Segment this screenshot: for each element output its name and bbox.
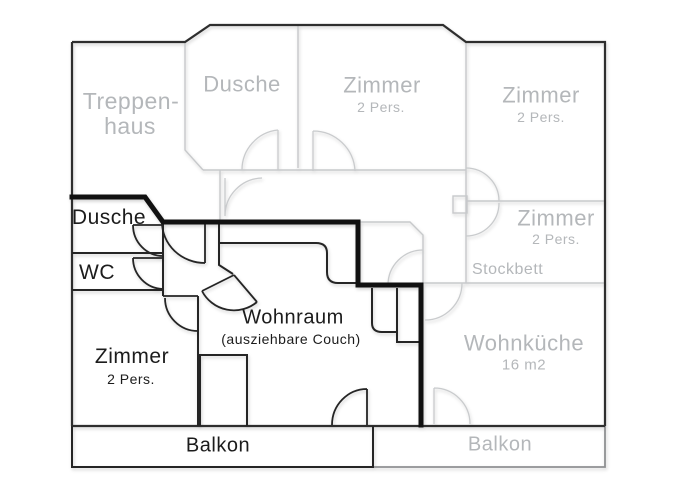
room-label-treppenhaus-2: haus — [104, 112, 156, 139]
room-sublabel-zimmer-top: 2 Pers. — [357, 98, 405, 115]
door-arc-zimmer-top — [312, 130, 356, 172]
apartment-doors — [132, 221, 368, 426]
door-arc-wohnraum — [201, 274, 258, 312]
door-arc-dusche-top — [241, 129, 279, 171]
room-label-dusche: Dusche — [71, 205, 147, 229]
room-label-zimmer-mid: Zimmer — [517, 205, 595, 231]
door-arc-vestibule-upper — [465, 167, 500, 202]
room-sublabel-zimmer-right: 2 Pers. — [517, 108, 565, 125]
wall-outer-top-right — [72, 23, 607, 426]
room-label-zimmer-right: Zimmer — [502, 82, 580, 108]
room-label-zimmer: Zimmer — [94, 344, 170, 368]
background-walls — [184, 25, 605, 284]
apartment-bold-boundary — [69, 194, 424, 428]
door-panel — [452, 195, 468, 214]
room-label-treppenhaus-1: Treppen- — [82, 87, 180, 114]
door-arc-wc — [132, 257, 164, 290]
room-label-balkon-right: Balkon — [467, 433, 533, 456]
room-label-wc: WC — [79, 260, 115, 284]
room-sublabel-zimmer-mid: 2 Pers. — [532, 230, 580, 247]
building-outline — [70, 23, 607, 428]
shaft-left — [371, 288, 398, 333]
wall-entry-nook — [218, 222, 234, 275]
door-arc-zimmer — [163, 295, 199, 332]
room-label-wohnkueche: Wohnküche — [463, 330, 585, 356]
apartment-walls — [71, 222, 421, 468]
room-sublabel-wohnraum: (ausziehbare Couch) — [221, 330, 361, 347]
room-label-dusche-top: Dusche — [203, 71, 281, 97]
door-arc-corridor — [224, 177, 263, 217]
door-arc-pocket — [387, 249, 424, 286]
balcony-right-outline — [373, 426, 606, 468]
door-arc-dusche — [132, 224, 164, 257]
closet-outline — [199, 354, 248, 426]
balcony-left-outline — [71, 426, 374, 468]
shaft-right — [396, 288, 421, 343]
door-arc-balkon — [331, 388, 368, 426]
room-sublabel-wohnkueche: 16 m2 — [501, 356, 547, 374]
room-sublabel-zimmer: 2 Pers. — [107, 370, 155, 387]
wall-pocket-chamfer — [358, 221, 424, 283]
room-label-wohnraum: Wohnraum — [242, 306, 344, 329]
room-note-stockbett: Stockbett — [472, 260, 544, 278]
door-arc-wohnkueche — [424, 282, 463, 321]
door-arc-wohnkueche-balkon — [433, 387, 471, 425]
door-arc-entrance — [161, 221, 206, 264]
room-label-balkon: Balkon — [185, 434, 251, 457]
wall-wohnraum-nook — [219, 242, 358, 284]
wall-treppenhaus-right — [184, 42, 204, 171]
room-label-zimmer-top: Zimmer — [343, 72, 421, 98]
door-arc-vestibule-lower — [465, 202, 500, 237]
background-doors — [224, 129, 500, 425]
